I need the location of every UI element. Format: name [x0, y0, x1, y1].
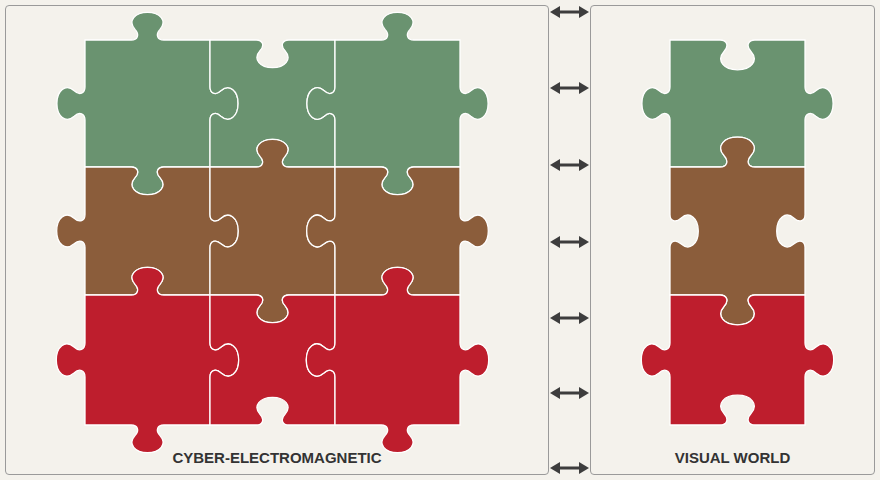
panel-label: VISUAL WORLD	[591, 449, 874, 466]
red-puzzle-piece	[306, 267, 488, 452]
double-arrow	[550, 159, 589, 171]
double-arrow	[550, 312, 589, 324]
double-arrow	[550, 462, 589, 474]
domain-panel: VISUAL WORLD	[590, 5, 875, 475]
double-arrow	[550, 236, 589, 248]
red-puzzle-piece	[641, 295, 833, 425]
domain-panel: CYBER-ELECTROMAGNETIC	[5, 5, 549, 475]
double-arrow	[550, 6, 589, 18]
double-arrow	[550, 82, 589, 94]
panel-label: CYBER-ELECTROMAGNETIC	[6, 449, 548, 466]
double-arrow	[550, 387, 589, 399]
